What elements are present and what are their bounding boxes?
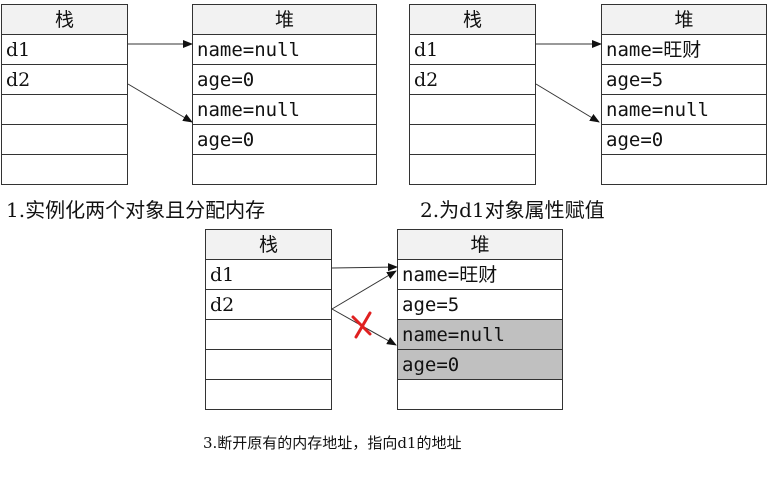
heap-cell: age=5 (397, 289, 563, 320)
heap-header: 堆 (397, 229, 563, 260)
heap-cell-orphaned: name=null (397, 319, 563, 350)
arrow-d2-to-d1-object (331, 270, 397, 310)
stack-cell: d1 (409, 34, 536, 65)
stack-table-3: 栈 d1 d2 (205, 229, 332, 410)
caption-3: 3.断开原有的内存地址，指向d1的地址 (203, 434, 462, 452)
stack-cell (1, 154, 128, 185)
heap-cell: age=5 (601, 64, 767, 95)
heap-cell-orphaned: age=0 (397, 349, 563, 380)
stack-cell (1, 94, 128, 125)
heap-header: 堆 (601, 4, 767, 35)
stack-cell: d2 (409, 64, 536, 95)
stack-table-2: 栈 d1 d2 (409, 4, 536, 185)
stack-table-1: 栈 d1 d2 (1, 4, 128, 185)
stack-header: 栈 (1, 4, 128, 35)
heap-table-2: 堆 name=旺财 age=5 name=null age=0 (601, 4, 767, 185)
heap-cell (397, 379, 563, 410)
stack-cell (1, 124, 128, 155)
heap-cell: age=0 (601, 124, 767, 155)
heap-cell: name=null (601, 94, 767, 125)
broken-link-cross-icon (351, 311, 372, 339)
heap-cell: name=null (192, 94, 377, 125)
heap-cell: age=0 (192, 64, 377, 95)
arrow-d1-ref-3 (331, 263, 398, 272)
arrow-d2-ref-1 (127, 83, 193, 123)
heap-cell: name=旺财 (397, 259, 563, 290)
stack-cell: d2 (205, 289, 332, 320)
stack-cell (409, 154, 536, 185)
heap-cell (601, 154, 767, 185)
stack-header: 栈 (205, 229, 332, 260)
heap-cell (192, 154, 377, 185)
stack-cell (205, 319, 332, 350)
heap-table-1: 堆 name=null age=0 name=null age=0 (192, 4, 377, 185)
heap-table-3: 堆 name=旺财 age=5 name=null age=0 (397, 229, 563, 410)
heap-cell: name=null (192, 34, 377, 65)
heap-cell: name=旺财 (601, 34, 767, 65)
caption-2: 2.为d1对象属性赋值 (420, 198, 605, 222)
caption-1: 1.实例化两个对象且分配内存 (6, 198, 266, 222)
stack-cell (205, 379, 332, 410)
stack-cell: d1 (205, 259, 332, 290)
stack-cell (409, 94, 536, 125)
heap-header: 堆 (192, 4, 377, 35)
arrow-d2-ref-2 (535, 83, 600, 123)
